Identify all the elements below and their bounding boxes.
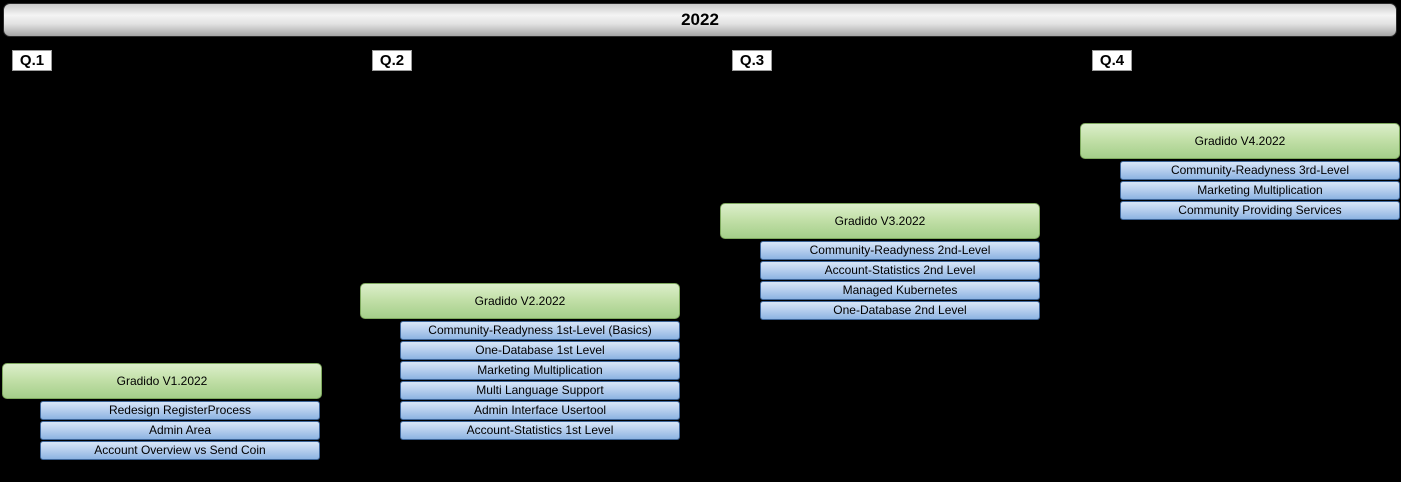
year-header: 2022 <box>3 3 1397 37</box>
feature-box: Account-Statistics 2nd Level <box>760 261 1040 280</box>
release-box: Gradido V2.2022 <box>360 283 680 319</box>
feature-box: Community Providing Services <box>1120 201 1400 220</box>
release-box: Gradido V1.2022 <box>2 363 322 399</box>
release-box: Gradido V4.2022 <box>1080 123 1400 159</box>
quarter-label-3: Q.3 <box>732 50 772 71</box>
feature-box: Managed Kubernetes <box>760 281 1040 300</box>
feature-box: Marketing Multiplication <box>400 361 680 380</box>
feature-box: Redesign RegisterProcess <box>40 401 320 420</box>
quarter-label-2: Q.2 <box>372 50 412 71</box>
feature-box: Account-Statistics 1st Level <box>400 421 680 440</box>
feature-box: One-Database 1st Level <box>400 341 680 360</box>
feature-box: Community-Readyness 3rd-Level <box>1120 161 1400 180</box>
feature-box: Community-Readyness 2nd-Level <box>760 241 1040 260</box>
feature-box: Admin Area <box>40 421 320 440</box>
feature-box: One-Database 2nd Level <box>760 301 1040 320</box>
feature-box: Account Overview vs Send Coin <box>40 441 320 460</box>
release-box: Gradido V3.2022 <box>720 203 1040 239</box>
feature-box: Admin Interface Usertool <box>400 401 680 420</box>
quarter-label-4: Q.4 <box>1092 50 1132 71</box>
feature-box: Marketing Multiplication <box>1120 181 1400 200</box>
quarter-label-1: Q.1 <box>12 50 52 71</box>
feature-box: Community-Readyness 1st-Level (Basics) <box>400 321 680 340</box>
feature-box: Multi Language Support <box>400 381 680 400</box>
